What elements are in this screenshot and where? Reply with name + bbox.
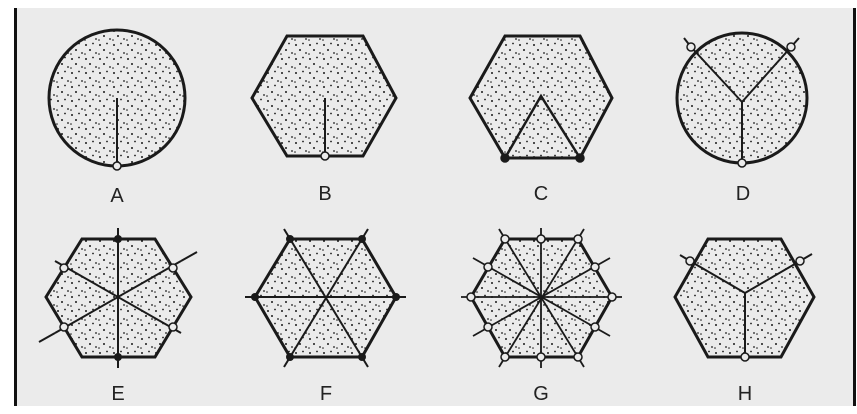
figure-d xyxy=(675,31,809,168)
label-c: C xyxy=(533,183,549,205)
figure-a xyxy=(47,28,187,171)
label-e: E xyxy=(111,383,125,405)
label-g: G xyxy=(533,383,549,405)
figure-b xyxy=(250,34,398,161)
figure-e xyxy=(38,228,198,368)
label-h: H xyxy=(737,383,753,405)
label-b: B xyxy=(318,183,332,205)
figure-h xyxy=(673,237,816,362)
figure-g xyxy=(461,228,622,368)
label-a: A xyxy=(110,185,124,207)
figure-f xyxy=(245,228,406,368)
label-d: D xyxy=(735,183,751,205)
label-f: F xyxy=(319,383,333,405)
figure-c xyxy=(468,34,614,163)
